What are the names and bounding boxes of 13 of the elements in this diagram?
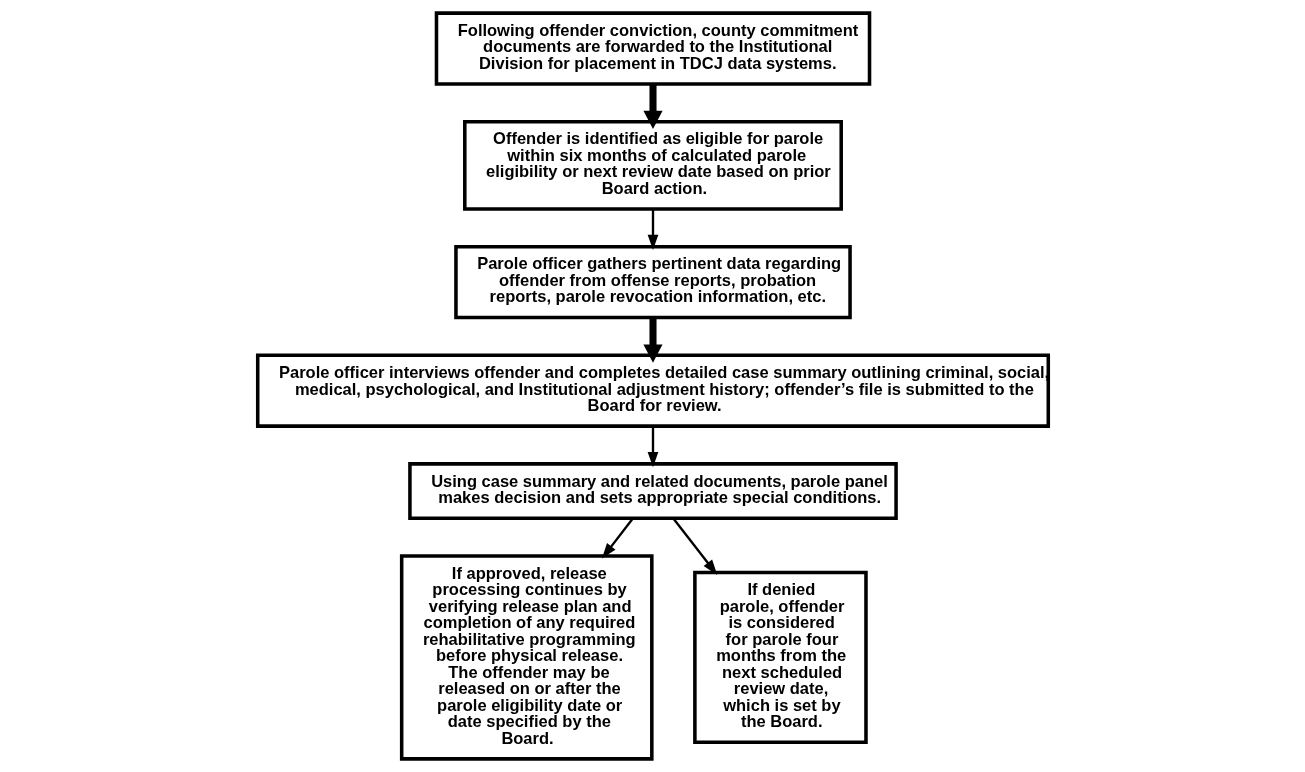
arrow [642, 84, 663, 129]
node-box: Parole officer interviews offender and completes detailed case summary outlining criminal, social, medical, psychological, and Institutional adjustment history; offender’s file is submitted to the Board for review. [255, 353, 1050, 428]
arrow [647, 426, 658, 468]
arrow [601, 517, 634, 559]
arrow [642, 318, 663, 363]
node-box: Using case summary and related documents, parole panel makes decision and sets appropriate special conditions. [407, 462, 898, 520]
node-box: If approved, release processing continues by verifying release plan and completion of any required rehabilitative programming before physical release. The offender may be released on or after the parole eligibility date or date specified by the Board. [399, 554, 654, 761]
node-box: Offender is identified as eligible for parole within six months of calculated parole eligibility or next review date based on prior Board action. [462, 119, 843, 211]
arrow [647, 209, 658, 251]
arrow [671, 517, 717, 575]
node-box: Following offender conviction, county commitment documents are forwarded to the Institutional Division for placement in TDCJ data systems. [434, 11, 871, 86]
node-box: If denied parole, offender is considered for parole four months from the next scheduled review date, which is set by the Board. [692, 570, 868, 745]
node-box: Parole officer gathers pertinent data regarding offender from offense reports, probation reports, parole revocation information, etc. [453, 245, 852, 320]
